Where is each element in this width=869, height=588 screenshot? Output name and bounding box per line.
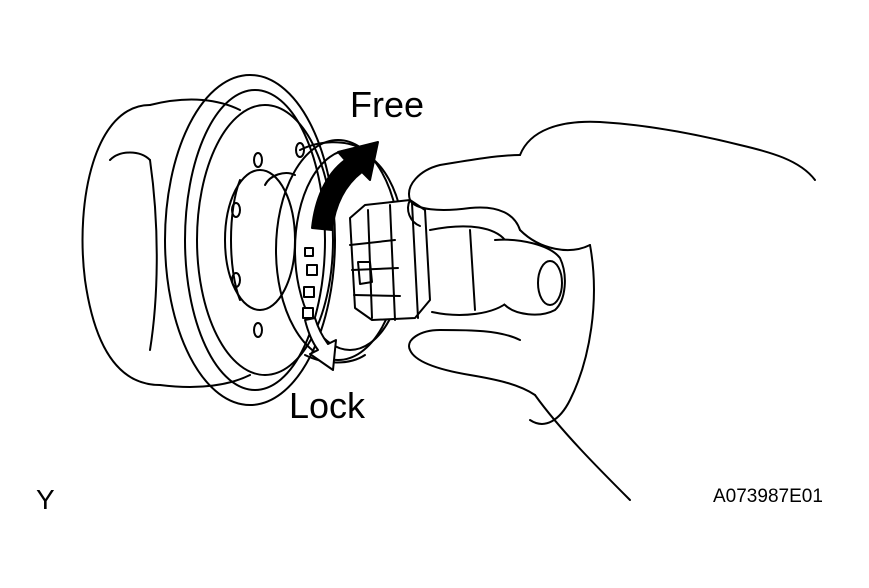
free-label: Free	[350, 84, 425, 125]
flange-face	[196, 104, 334, 376]
free-arrow	[311, 141, 379, 231]
corner-label: Y	[36, 484, 55, 515]
figure-id: A073987E01	[713, 486, 823, 507]
pinion-gear	[349, 199, 566, 321]
lock-arrow	[304, 317, 337, 371]
hand	[407, 120, 816, 501]
clutch-housing	[81, 74, 336, 406]
lock-label: Lock	[289, 385, 366, 426]
